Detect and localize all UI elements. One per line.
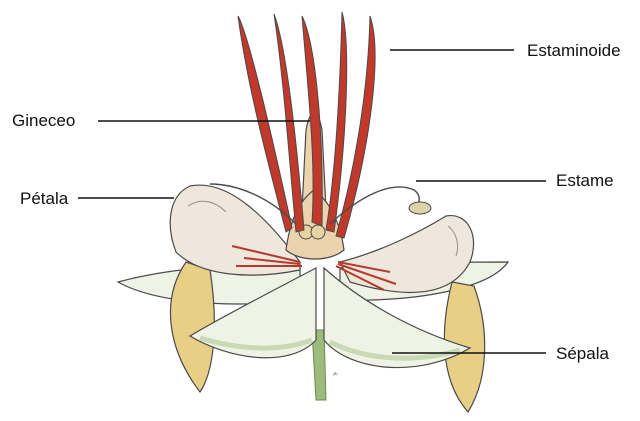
petal-right: [340, 216, 474, 293]
label-sepala: Sépala: [556, 345, 609, 362]
label-estame: Estame: [556, 172, 614, 189]
label-estaminoide: Estaminoide: [527, 42, 621, 59]
label-gineceo: Gineceo: [12, 112, 75, 129]
label-petala: Pétala: [20, 190, 68, 207]
artist-signature: ✍: [333, 372, 351, 379]
anther: [409, 202, 431, 214]
